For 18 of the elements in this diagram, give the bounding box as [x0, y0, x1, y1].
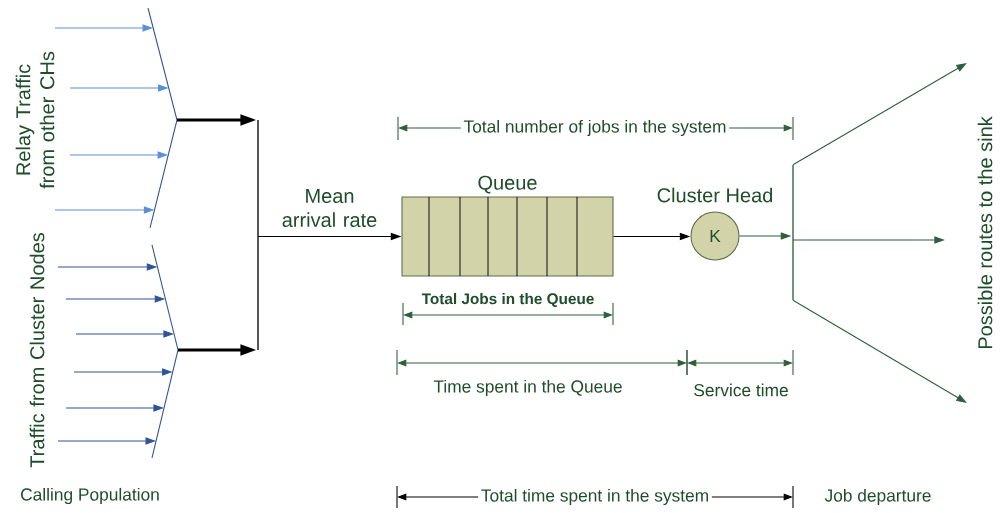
node-caption: Cluster Head	[657, 187, 773, 203]
queue-box: Queue	[401, 175, 614, 277]
edge-label: Mean arrival rate	[282, 189, 377, 228]
dimension-label: Total number of jobs in the system	[460, 117, 730, 139]
caption-text: Job departure	[824, 488, 931, 506]
side-label: Traffic from Cluster Nodes	[29, 232, 45, 468]
node-label: Queue	[478, 175, 537, 194]
merge-wedge	[147, 7, 178, 229]
merge-wedge	[151, 244, 179, 459]
side-label: Possible routes to the sink	[977, 116, 993, 349]
arrow	[792, 63, 967, 166]
dimension-label: Total time spent in the system	[478, 486, 712, 508]
arrow	[792, 299, 967, 403]
dimension-label: Total Jobs in the Queue	[421, 292, 594, 308]
dimension-label: Service time	[694, 383, 788, 397]
caption-text: Calling Population	[21, 487, 159, 505]
side-label: Relay Traffic from other CHs	[15, 51, 55, 189]
dimension-label: Time spent in the Queue	[433, 379, 622, 397]
